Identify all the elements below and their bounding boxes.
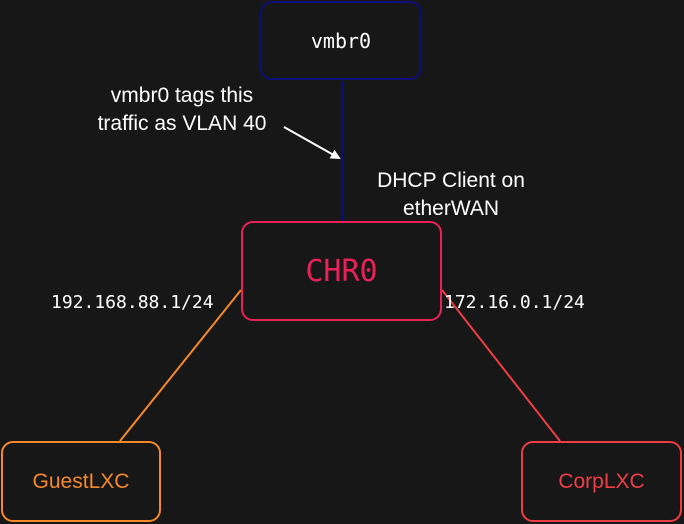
dhcp-line-1: DHCP Client on (377, 169, 525, 192)
annotation-arrow (283, 126, 341, 159)
dhcp-line-2: etherWAN (402, 197, 500, 220)
corp-lxc-label: CorpLXC (558, 469, 645, 493)
guest-lxc-label: GuestLXC (32, 469, 130, 493)
vmbr0-node: vmbr0 (260, 1, 422, 80)
guest-lxc-node: GuestLXC (1, 441, 161, 522)
chr0-guest-link (119, 289, 242, 442)
chr0-corp-link (441, 289, 561, 442)
vlan-tag-line-2: traffic as VLAN 40 (97, 112, 267, 135)
vlan-tag-line-1: vmbr0 tags this (110, 84, 254, 107)
guest-subnet-label: 192.168.88.1/24 (51, 292, 214, 313)
vlan-tag-annotation: vmbr0 tags this traffic as VLAN 40 (72, 82, 292, 138)
corp-lxc-node: CorpLXC (521, 441, 682, 522)
dhcp-annotation: DHCP Client on etherWAN (352, 167, 550, 223)
chr0-node: CHR0 (241, 221, 442, 321)
corp-subnet-label: 172.16.0.1/24 (444, 292, 585, 313)
vmbr0-label: vmbr0 (310, 28, 372, 53)
chr0-label: CHR0 (305, 253, 378, 289)
